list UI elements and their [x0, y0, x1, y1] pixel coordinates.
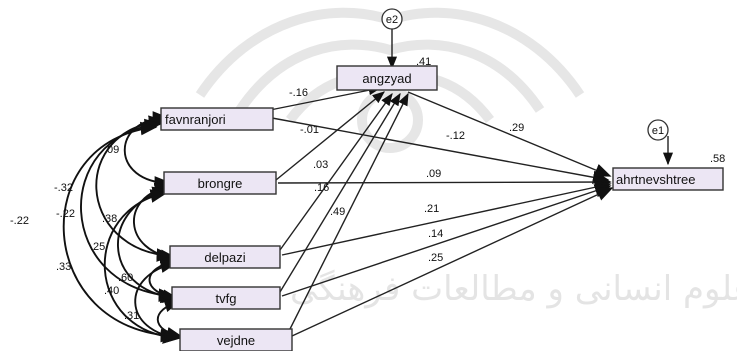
node-favnranjori: favnranjori — [160, 107, 274, 131]
coef-favnranjori-ahrtnevshtree: -.12 — [446, 130, 465, 142]
coef-delpazi-angzyad: .03 — [313, 159, 328, 171]
node-favnranjori-label: favnranjori — [165, 112, 226, 127]
cov-label-tvfg-vejdne: .31 — [124, 310, 139, 322]
error-e1-label: e1 — [652, 125, 664, 137]
node-ahrtnevshtree: ahrtnevshtree — [612, 167, 724, 191]
cov-label-favnranjori-delpazi: -.32 — [54, 182, 73, 194]
cov-label-delpazi-tvfg: .60 — [118, 272, 133, 284]
coef-favnranjori-angzyad: -.16 — [289, 87, 308, 99]
error-e2: e2 — [381, 8, 403, 70]
path-delpazi-angzyad — [279, 92, 393, 251]
path-brongre-angzyad — [275, 91, 385, 181]
coef-vejdne-ahrtnevshtree: .25 — [428, 252, 443, 264]
path-coefficients: -.16 -.01 .03 .16 .49 -.12 .29 .09 .21 .… — [289, 87, 524, 264]
cov-label-brongre-vejdne: .33 — [56, 261, 71, 273]
node-vejdne-label: vejdne — [217, 333, 255, 348]
coef-vejdne-angzyad: .49 — [330, 206, 345, 218]
path-angzyad-ahrtnevshtree — [407, 91, 612, 177]
node-angzyad-label: angzyad — [362, 71, 411, 86]
path-tvfg-ahrtnevshtree — [281, 184, 612, 297]
node-vejdne: vejdne — [179, 328, 293, 351]
structural-paths — [269, 85, 614, 337]
coef-delpazi-ahrtnevshtree: .21 — [424, 203, 439, 215]
node-ahrtnevshtree-r2: .58 — [710, 153, 725, 165]
cov-label-favnranjori-brongre: .09 — [104, 144, 119, 156]
path-vejdne-angzyad — [287, 92, 409, 334]
coef-tvfg-ahrtnevshtree: .14 — [428, 228, 443, 240]
node-angzyad: angzyad — [336, 65, 438, 91]
node-tvfg: tvfg — [171, 286, 281, 310]
covariance-coefficients: .09 -.32 -.22 -.22 .38 .25 .33 .60 .40 .… — [10, 144, 139, 322]
node-angzyad-r2: .41 — [416, 56, 431, 68]
cov-label-delpazi-vejdne: .40 — [104, 285, 119, 297]
path-vejdne-ahrtnevshtree — [291, 187, 614, 337]
coef-tvfg-angzyad: .16 — [314, 182, 329, 194]
path-delpazi-ahrtnevshtree — [281, 180, 612, 256]
coef-brongre-ahrtnevshtree: .09 — [426, 168, 441, 180]
cov-favnranjori-delpazi — [95, 115, 174, 262]
node-brongre-label: brongre — [198, 176, 243, 191]
covariance-curves — [62, 111, 184, 344]
node-ahrtnevshtree-label: ahrtnevshtree — [616, 172, 696, 187]
error-e2-label: e2 — [386, 14, 398, 26]
watermark-text: پژوهشگاه علوم انسانی و مطالعات فرهنگی — [290, 269, 737, 309]
coef-angzyad-ahrtnevshtree: .29 — [509, 122, 524, 134]
cov-favnranjori-vejdne — [62, 121, 178, 343]
cov-label-brongre-tvfg: .25 — [90, 241, 105, 253]
cov-brongre-vejdne — [103, 189, 180, 344]
node-tvfg-label: tvfg — [216, 291, 237, 306]
path-favnranjori-ahrtnevshtree — [271, 117, 610, 184]
cov-label-favnranjori-tvfg: -.22 — [56, 208, 75, 220]
cov-label-brongre-delpazi: .38 — [102, 213, 117, 225]
error-e1: e1 — [647, 119, 674, 166]
node-delpazi: delpazi — [169, 245, 281, 269]
cov-delpazi-vejdne — [134, 259, 182, 344]
path-tvfg-angzyad — [279, 92, 401, 293]
coef-brongre-angzyad: -.01 — [300, 124, 319, 136]
node-brongre: brongre — [163, 171, 277, 195]
path-brongre-ahrtnevshtree — [277, 175, 612, 189]
cov-label-favnranjori-vejdne: -.22 — [10, 215, 29, 227]
node-delpazi-label: delpazi — [204, 250, 245, 265]
cov-favnranjori-tvfg — [80, 118, 176, 303]
path-favnranjori-angzyad — [269, 85, 382, 111]
